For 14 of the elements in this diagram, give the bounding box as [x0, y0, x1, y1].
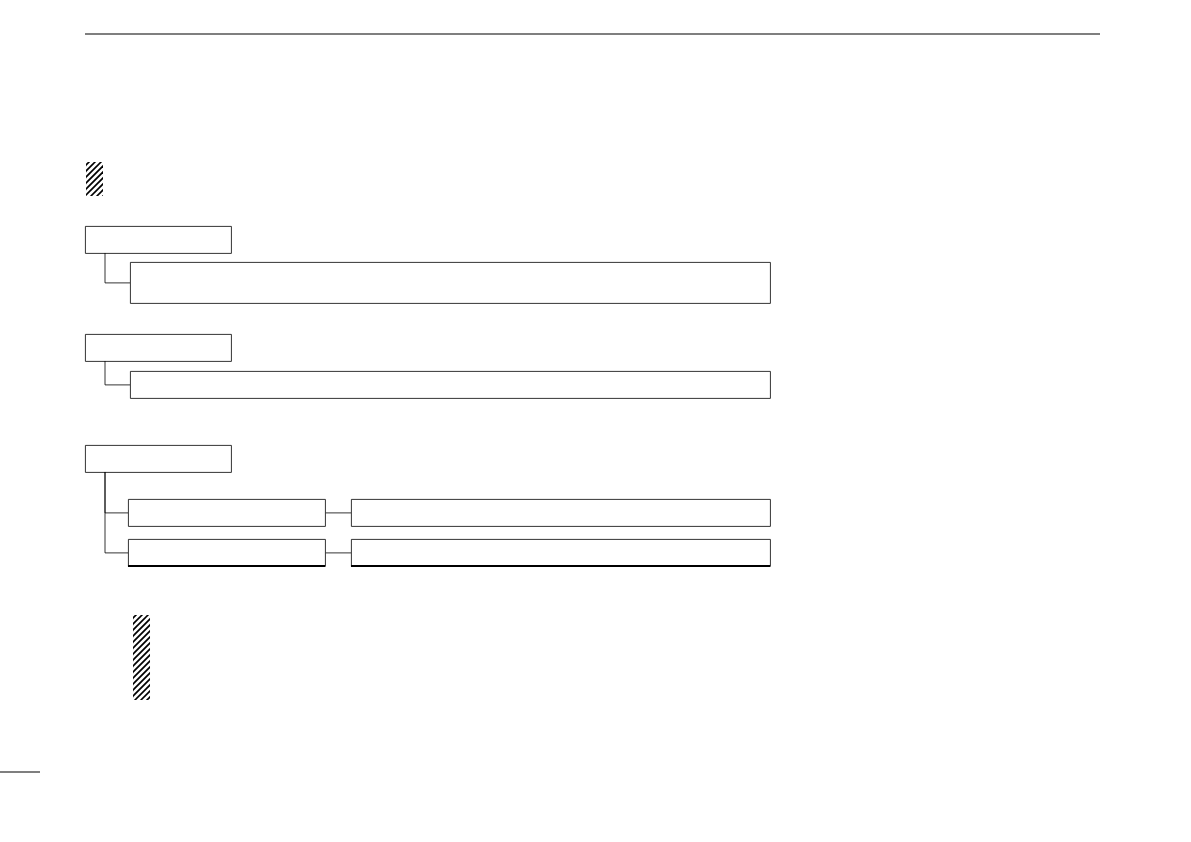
menu-box [85, 226, 232, 254]
connector-line [104, 252, 131, 284]
menu-box [127, 539, 326, 567]
connector-line [104, 471, 129, 554]
menu-box [85, 334, 232, 362]
connector-line [104, 360, 131, 386]
menu-box [130, 262, 771, 304]
menu-box [128, 499, 326, 527]
menu-box [350, 539, 771, 567]
connector-line [325, 552, 352, 554]
menu-box [85, 445, 232, 473]
menu-box [351, 499, 771, 527]
menu-box [130, 371, 771, 399]
connector-line [325, 512, 352, 514]
